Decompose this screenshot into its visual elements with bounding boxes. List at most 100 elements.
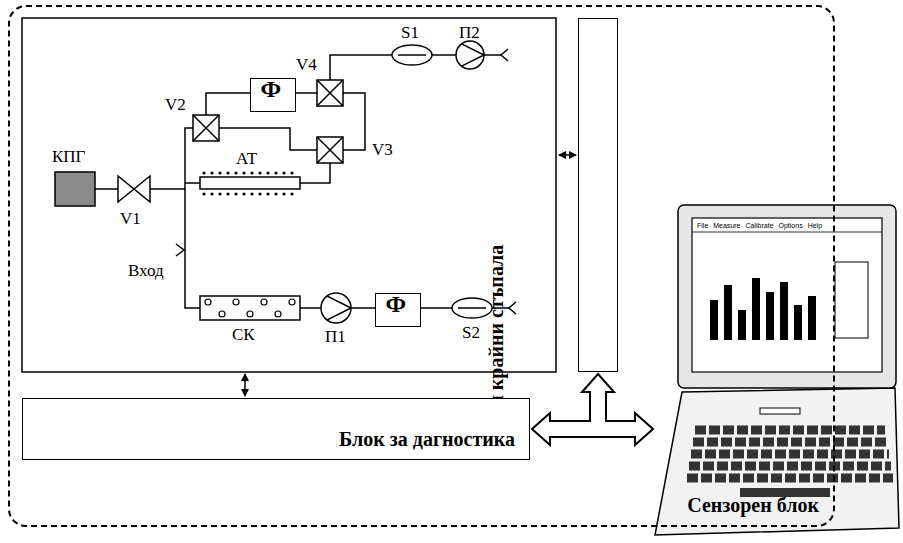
gas-pipe (95, 49, 516, 314)
gas-pipe (509, 302, 516, 314)
heated-tube (204, 171, 300, 174)
menu-item: Measure (713, 222, 740, 230)
gas-pipe (176, 244, 184, 256)
valve-symbol (317, 137, 343, 163)
gas-generator (55, 172, 95, 206)
heated-tube (200, 173, 300, 194)
valve-symbol (317, 80, 343, 106)
valve-symbol (317, 80, 343, 106)
gas-pipe (330, 55, 392, 80)
gas-pipe (95, 188, 118, 190)
laptop-illustration (738, 310, 746, 340)
flow-sensor (392, 45, 432, 65)
hollow-link-arrow (604, 422, 638, 436)
component-label: П2 (459, 24, 480, 42)
laptop-illustration (692, 232, 882, 233)
gas-pipe (343, 93, 365, 150)
sensor-chamber (219, 311, 225, 317)
laptop-illustration (695, 426, 885, 435)
component-label: СК (232, 326, 255, 344)
sensor-chamber (233, 299, 239, 305)
bus-arrow (559, 154, 576, 156)
gas-pipe (296, 92, 317, 94)
hollow-link-arrow (604, 413, 653, 445)
sensor-chamber (205, 299, 211, 305)
laptop-illustration (687, 474, 893, 483)
sensor-chamber (275, 311, 281, 317)
filter-box: Ф (375, 293, 421, 327)
block-label: Блок за дагностика (339, 428, 515, 450)
gas-pipe (150, 188, 185, 190)
laptop-illustration (693, 438, 887, 447)
gas-pipe (421, 307, 452, 309)
flow-sensor (392, 45, 492, 318)
component-label: Вход (128, 262, 164, 280)
adc-block: АЦП и крайни стъпала (578, 18, 618, 372)
block-label: Ф (260, 76, 281, 102)
component-label: КПГ (52, 148, 85, 166)
pump-symbol (327, 296, 351, 320)
component-label: S1 (401, 24, 419, 42)
gas-pipe (206, 93, 250, 115)
component-label: S2 (462, 324, 480, 342)
flow-sensor (458, 307, 486, 309)
gas-generator (55, 172, 95, 206)
gas-pipe (219, 128, 317, 150)
menu-item: Calibrate (746, 222, 774, 230)
gas-pipe (484, 54, 502, 56)
heated-tube (204, 192, 300, 195)
component-label: П1 (325, 328, 346, 346)
gas-pipe (432, 54, 456, 56)
valve-symbol (317, 137, 343, 163)
laptop-illustration (655, 205, 899, 535)
gas-pipe (351, 307, 375, 309)
sensor-chamber (247, 311, 253, 317)
menu-item: Options (779, 222, 803, 230)
component-label: V1 (120, 210, 141, 228)
filter-box: Ф (250, 78, 296, 112)
laptop-illustration (692, 218, 882, 372)
bus-arrow (245, 155, 576, 396)
diagnostics-block: Блок за дагностика (22, 398, 530, 460)
sensor-chamber (261, 299, 267, 305)
component-label: АТ (236, 150, 257, 168)
menu-item: File (697, 222, 708, 230)
pump-symbol (321, 293, 351, 323)
valve-symbol (118, 176, 150, 202)
menu-item: Help (808, 222, 822, 230)
heated-tube (200, 177, 300, 189)
component-label: V2 (165, 96, 186, 114)
arrow-outline (548, 390, 598, 429)
component-label: V4 (296, 56, 317, 74)
block-label: Ф (385, 291, 406, 317)
laptop-illustration (780, 282, 788, 340)
sensor-chamber (200, 296, 300, 320)
arrow-fill (547, 389, 598, 429)
block-title: Сензорен блок (687, 494, 819, 516)
laptop-illustration (710, 300, 718, 340)
gas-pipe (501, 49, 508, 61)
laptop-illustration (794, 305, 802, 340)
valve-symbol (193, 115, 219, 141)
bus-arrow (244, 374, 246, 396)
laptop-illustration (766, 292, 774, 340)
laptop-illustration (752, 278, 760, 340)
flow-sensor (398, 54, 426, 56)
gas-pipe (185, 128, 200, 308)
laptop-illustration (691, 450, 889, 459)
pump-symbol (321, 41, 484, 323)
valve-symbol (193, 115, 219, 141)
data-link-arrow (532, 374, 614, 445)
component-label: V3 (372, 141, 393, 159)
valve-symbol (118, 80, 343, 202)
gas-pipe (300, 163, 330, 183)
laptop-illustration (760, 408, 800, 414)
sensor-chamber (200, 296, 300, 320)
laptop-illustration (724, 285, 732, 340)
laptop-illustration (835, 262, 868, 338)
gas-pipe (300, 307, 321, 309)
gas-pipe (185, 182, 200, 184)
laptop-illustration (689, 462, 891, 471)
pneumatic-panel (22, 18, 556, 372)
